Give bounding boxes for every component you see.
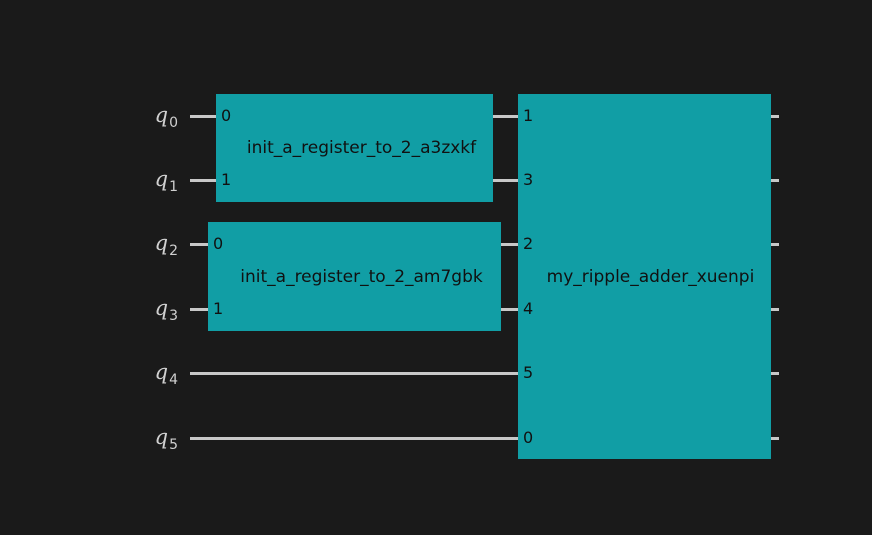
qubit-label-q4: q4 bbox=[154, 360, 178, 388]
gate-label: init_a_register_to_2_am7gbk bbox=[240, 267, 483, 287]
qubit-label-q1: q1 bbox=[154, 167, 178, 195]
gate-ripple-adder-xuenpi[interactable]: 1 3 2 4 5 0 my_ripple_adder_xuenpi bbox=[518, 94, 771, 459]
qubit-wire-q5 bbox=[190, 437, 779, 440]
gate-port-label: 0 bbox=[523, 428, 534, 447]
qubit-wire-q4 bbox=[190, 372, 779, 375]
gate-port-label: 1 bbox=[221, 170, 232, 189]
qubit-label-q3: q3 bbox=[154, 296, 178, 324]
gate-port-label: 2 bbox=[523, 234, 534, 253]
gate-port-label: 3 bbox=[523, 170, 534, 189]
qubit-label-q2: q2 bbox=[154, 231, 178, 259]
gate-port-label: 1 bbox=[523, 106, 534, 125]
gate-port-label: 5 bbox=[523, 363, 534, 382]
gate-port-label: 0 bbox=[213, 234, 224, 253]
gate-init-register-am7gbk[interactable]: 0 1 init_a_register_to_2_am7gbk bbox=[208, 222, 501, 331]
gate-label: my_ripple_adder_xuenpi bbox=[546, 267, 755, 287]
gate-label: init_a_register_to_2_a3zxkf bbox=[246, 138, 477, 158]
qubit-label-q0: q0 bbox=[154, 103, 178, 131]
gate-port-label: 0 bbox=[221, 106, 232, 125]
qubit-label-q5: q5 bbox=[154, 425, 178, 453]
gate-port-label: 1 bbox=[213, 299, 224, 318]
gate-init-register-a3zxkf[interactable]: 0 1 init_a_register_to_2_a3zxkf bbox=[216, 94, 493, 202]
gate-port-label: 4 bbox=[523, 299, 534, 318]
